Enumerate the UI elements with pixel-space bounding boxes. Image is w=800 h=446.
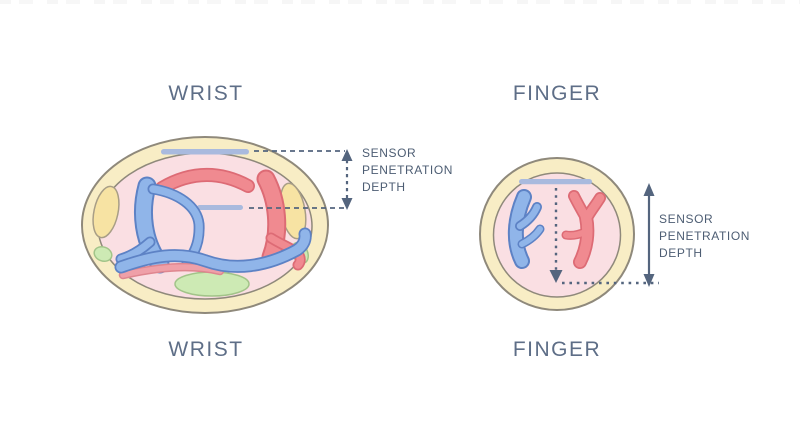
wrist-top-label: WRIST [168,82,244,105]
wrist-bottom-label: WRIST [168,338,244,361]
cropped-text-artifact [0,0,800,4]
annotation-line: DEPTH [659,246,703,260]
wrist-nerve-left [93,245,113,263]
finger-vein-prong-lower [517,224,545,249]
wrist-sensor-bar [161,149,249,155]
dashed-double-arrow-icon [341,149,353,210]
solid-double-arrow-icon [643,183,655,287]
wrist-nerve-bottom [174,271,250,297]
annotation-line: SENSOR [659,212,714,226]
wrist-artery-trunk [256,169,287,267]
finger-cross-section [479,157,659,311]
annotation-line: DEPTH [362,180,406,194]
annotation-line: PENETRATION [362,163,454,177]
wrist-bone-left [92,185,120,239]
finger-penetration-depth-annotation: SENSOR PENETRATION DEPTH [659,211,750,262]
finger-bottom-label: FINGER [512,338,602,361]
wrist-vein-band [114,227,312,274]
wrist-penetration-depth-annotation: SENSOR PENETRATION DEPTH [362,145,453,196]
wrist-tendon-arc [155,168,255,195]
wrist-cross-section [81,136,353,314]
annotation-line: PENETRATION [659,229,751,243]
dotted-down-arrow-icon [549,188,563,283]
wrist-vein-prong [115,236,156,265]
finger-vein-trunk [507,189,532,269]
wrist-mid-sensor-bar [197,205,243,210]
finger-artery [561,190,606,269]
finger-vein-prong-upper [515,202,542,231]
annotation-line: SENSOR [362,146,417,160]
finger-top-label: FINGER [512,82,602,105]
finger-sensor-bar [519,179,592,185]
